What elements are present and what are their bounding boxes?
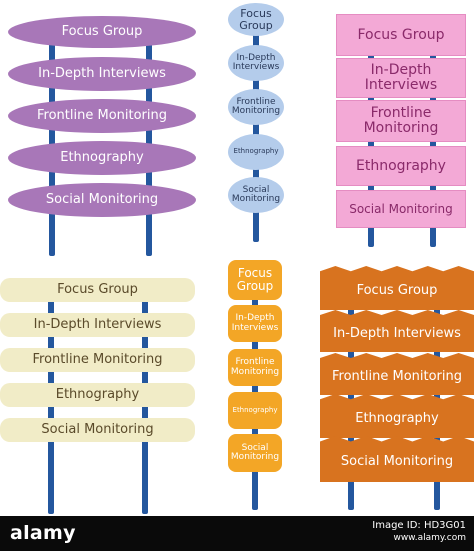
sign-in-depth-interviews: In-Depth Interviews [320, 310, 474, 352]
sign-focus-group: Focus Group [320, 266, 474, 310]
sign-focus-group: Focus Group [8, 16, 196, 48]
signpost-illustration: Focus Group In-Depth Interviews Frontlin… [0, 3, 474, 514]
sign-ethnography: Ethnography [8, 141, 196, 175]
sign-focus-group: Focus Group [336, 14, 466, 56]
sign-social-monitoring: Social Monitoring [320, 436, 474, 482]
sign-frontline-monitoring: Frontline Monitoring [0, 348, 195, 372]
image-info: Image ID: HD3G01 www.alamy.com [372, 519, 466, 545]
sign-social-monitoring: Social Monitoring [8, 183, 196, 217]
sign-frontline-monitoring: Frontline Monitoring [8, 99, 196, 133]
sign-ethnography: Ethnography [0, 383, 195, 407]
sign-ethnography: Ethnography [228, 392, 282, 429]
sign-in-depth-interviews: In-Depth Interviews [0, 313, 195, 337]
stock-footer: alamy Image ID: HD3G01 www.alamy.com [0, 516, 474, 551]
sign-focus-group: Focus Group [0, 278, 195, 302]
sign-in-depth-interviews: In-Depth Interviews [8, 57, 196, 91]
alamy-logo: alamy [10, 522, 76, 544]
site-url: www.alamy.com [393, 533, 466, 543]
image-id: Image ID: HD3G01 [372, 520, 466, 531]
sign-social-monitoring: Social Monitoring [336, 190, 466, 228]
signpost-pole [253, 20, 259, 242]
sign-ethnography: Ethnography [320, 394, 474, 438]
sign-ethnography: Ethnography [228, 134, 284, 170]
sign-frontline-monitoring: Frontline Monitoring [320, 353, 474, 395]
sign-social-monitoring: Social Monitoring [0, 418, 195, 442]
sign-ethnography: Ethnography [336, 146, 466, 186]
